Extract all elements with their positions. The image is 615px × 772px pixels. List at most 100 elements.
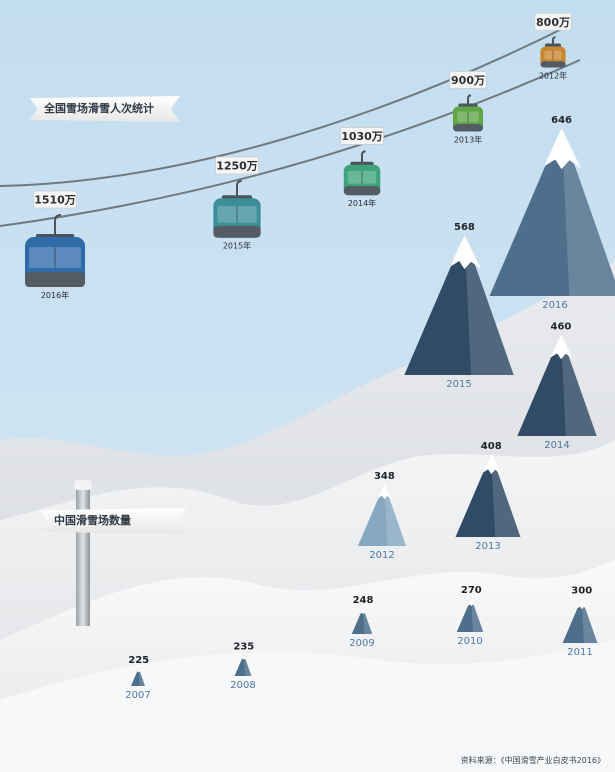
gondola-year-label: 2014年 xyxy=(348,198,376,208)
gondola-hanger xyxy=(54,214,62,237)
mountain-shade xyxy=(464,234,514,375)
mountain-year-label: 2013 xyxy=(475,541,500,552)
mountain-2011: 300 2011 xyxy=(562,585,598,658)
snow-hill-foot xyxy=(0,640,615,772)
mountain-year-label: 2015 xyxy=(446,379,471,390)
mountain-2015: 568 2015 xyxy=(404,222,514,390)
gondola-value-label: 1030万 xyxy=(341,130,383,143)
gondola-window xyxy=(456,111,480,123)
mountain-year-label: 2011 xyxy=(567,647,592,658)
gondola-value-tag xyxy=(534,12,572,31)
mountain-2013: 408 2013 xyxy=(455,441,521,552)
mountain-shade xyxy=(471,597,484,632)
mountain-2014: 460 2014 xyxy=(517,321,597,451)
source-note: 资料来源：《中国滑雪产业白皮书2016》 xyxy=(460,756,605,765)
mountain-shade xyxy=(384,484,407,546)
mountain-snowcap xyxy=(577,598,587,610)
mountain-snowcap xyxy=(550,334,573,360)
gondola-base xyxy=(343,186,381,196)
gondola-hanger xyxy=(361,150,366,165)
mountain-snowcap xyxy=(467,597,476,607)
mountain-body xyxy=(517,334,597,436)
gondola-base xyxy=(452,124,484,132)
mountain-year-label: 2012 xyxy=(369,550,394,561)
gondola-value-label: 1510万 xyxy=(34,194,76,207)
mountain-value-label: 235 xyxy=(233,641,254,652)
gondola-value-tag xyxy=(215,156,259,175)
mountain-body xyxy=(562,598,598,643)
gondola-window xyxy=(347,170,377,184)
gondola-window xyxy=(29,247,81,268)
gondola-base xyxy=(25,272,85,287)
mountain-body xyxy=(455,453,521,537)
mountain-value-label: 248 xyxy=(353,595,374,606)
mountain-body xyxy=(351,607,373,634)
gondola-year-label: 2015年 xyxy=(223,241,251,251)
gondola-base xyxy=(540,61,566,68)
mountain-year-label: 2014 xyxy=(544,440,569,451)
mountain-value-label: 646 xyxy=(551,115,572,126)
mountain-body xyxy=(130,668,146,686)
mountain-snowcap xyxy=(360,607,367,615)
mountain-value-label: 225 xyxy=(128,655,149,666)
gondola-2012年: 800万 2012年 xyxy=(534,12,572,81)
mountain-snowcap xyxy=(241,654,247,660)
gondola-2016年: 1510万 2016年 xyxy=(25,190,85,300)
mountain-shade xyxy=(138,668,146,686)
gondola-year-label: 2016年 xyxy=(41,290,69,300)
mountain-shade xyxy=(560,334,597,436)
gondola-year-label: 2013年 xyxy=(454,135,482,145)
gondola-base xyxy=(213,225,261,238)
mountain-shade xyxy=(491,453,521,537)
mountain-shade xyxy=(581,598,598,643)
gondola-2013年: 900万 2013年 xyxy=(449,71,487,145)
mountain-value-label: 270 xyxy=(461,585,482,596)
mountain-body xyxy=(357,484,407,546)
mountain-value-label: 348 xyxy=(374,471,395,482)
gondola-hanger xyxy=(467,94,472,107)
mountain-year-label: 2010 xyxy=(457,636,482,647)
mountain-snowcap xyxy=(378,484,392,500)
gondola-value-label: 800万 xyxy=(536,16,570,29)
mountain-value-label: 460 xyxy=(551,321,572,332)
mountain-snowcap xyxy=(544,128,582,170)
gondola-value-tag xyxy=(340,127,384,145)
mountain-snowcap xyxy=(482,453,501,475)
gondola-window xyxy=(544,50,562,60)
mountain-2012: 348 2012 xyxy=(357,471,407,561)
mountain-shade xyxy=(363,607,373,634)
mountain-layer: 225 2007 235 2008 248 2009 270 2010 300 2011 348 20… xyxy=(125,115,615,701)
gondola-hanger xyxy=(236,179,242,199)
mountain-shade xyxy=(561,128,615,296)
cable-title-banner: 全国雪场滑雪人次统计 xyxy=(30,96,180,122)
mountain-2007: 225 2007 xyxy=(125,655,150,701)
gondola-2014年: 1030万 2014年 xyxy=(340,127,384,208)
mountain-body xyxy=(234,654,252,676)
mountain-2009: 248 2009 xyxy=(349,595,374,649)
mountain-2008: 235 2008 xyxy=(230,641,255,691)
mountain-value-label: 408 xyxy=(481,441,502,452)
mountain-year-label: 2016 xyxy=(542,300,567,311)
mountain-body xyxy=(489,128,615,296)
mountain-value-label: 568 xyxy=(454,222,475,233)
mountain-year-label: 2007 xyxy=(125,690,150,701)
signpost xyxy=(74,480,92,626)
mountain-snowcap xyxy=(136,668,141,673)
mountain-shade xyxy=(243,654,252,676)
mountain-value-label: 300 xyxy=(571,585,592,596)
gondola-value-tag xyxy=(33,190,77,209)
resort-title-banner: 中国滑雪场数量 xyxy=(40,508,186,534)
mountain-2010: 270 2010 xyxy=(456,585,484,647)
mountain-year-label: 2009 xyxy=(349,638,374,649)
mountain-body xyxy=(456,597,484,632)
gondola-window xyxy=(217,206,257,223)
gondola-hanger xyxy=(552,36,556,47)
mountain-year-label: 2008 xyxy=(230,680,255,691)
gondola-value-label: 900万 xyxy=(451,74,485,87)
gondola-value-tag xyxy=(449,71,487,89)
gondola-year-label: 2012年 xyxy=(539,71,567,81)
